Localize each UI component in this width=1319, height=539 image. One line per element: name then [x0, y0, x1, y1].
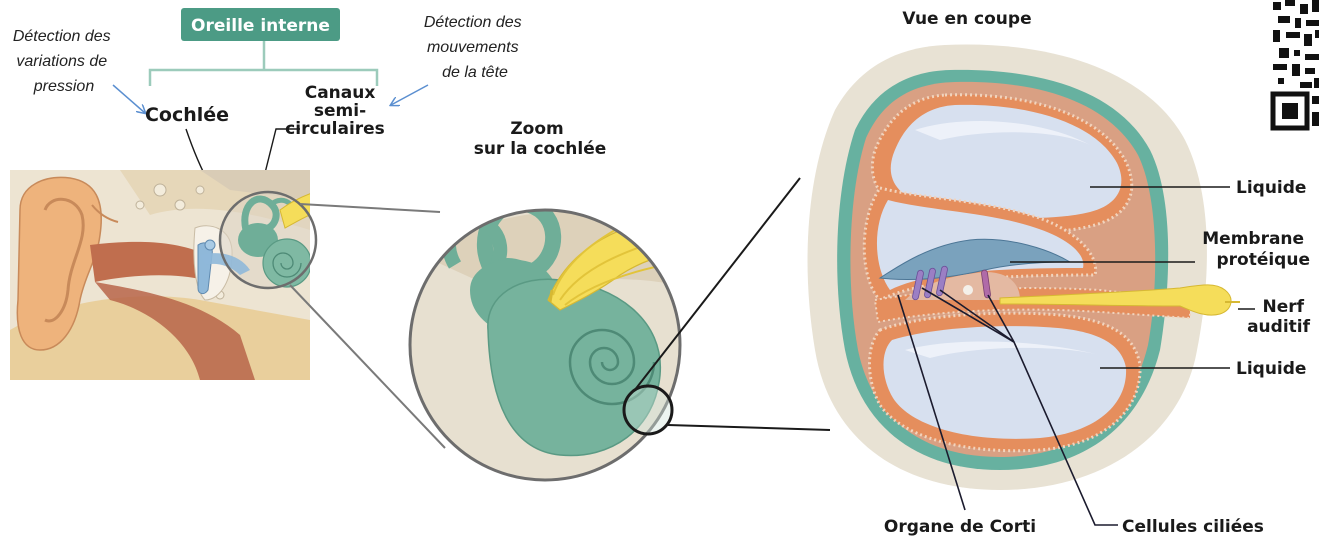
head-movement-arrow	[391, 85, 428, 105]
zoom-title: Zoom sur la cochlée	[474, 119, 607, 159]
head-movement-note-line: de la tête	[442, 64, 508, 81]
inner-ear-bracket	[150, 41, 377, 86]
corti-label: Organe de Corti	[884, 517, 1036, 537]
pressure-note: Détection des variations de pression	[13, 28, 115, 95]
nerve-label-line: Nerf	[1263, 297, 1305, 317]
semicircular-canals-label-line: semi-	[314, 101, 366, 121]
qr-code	[1271, 0, 1319, 130]
membrane-label-line: Membrane	[1202, 229, 1304, 249]
section-title: Vue en coupe	[902, 9, 1031, 29]
pressure-arrow	[113, 85, 145, 113]
cochlea-cross-section	[808, 45, 1240, 490]
cochlea-zoom	[410, 204, 700, 480]
zoom-connector-top	[300, 204, 440, 212]
inner-ear-badge-label: Oreille interne	[191, 16, 330, 36]
hair-cells-label: Cellules ciliées	[1122, 517, 1264, 537]
semicircular-canals-label-line: circulaires	[285, 119, 385, 139]
membrane-label-line: protéique	[1216, 250, 1310, 270]
cochlea-small	[263, 239, 311, 287]
zoom-title-line: sur la cochlée	[474, 139, 607, 159]
nerve-label-line: auditif	[1247, 317, 1311, 337]
head-movement-note-line: mouvements	[427, 39, 519, 56]
membrane-label: Membrane protéique	[1202, 229, 1310, 270]
semicircular-canals-label-line: Canaux	[305, 83, 376, 103]
liquid-top-label: Liquide	[1236, 178, 1306, 198]
pressure-note-line: Détection des	[13, 28, 111, 45]
section-zoom-source	[624, 386, 672, 434]
cochlea-label: Cochlée	[145, 104, 229, 126]
pressure-note-line: pression	[33, 78, 95, 95]
section-connector-bottom	[668, 425, 830, 430]
pressure-note-line: variations de	[16, 53, 107, 70]
liquid-bottom-label: Liquide	[1236, 359, 1306, 379]
nerve-label: Nerf auditif	[1247, 297, 1311, 337]
ear-cross-section	[10, 170, 340, 380]
zoom-title-line: Zoom	[510, 119, 563, 139]
head-movement-note-line: Détection des	[424, 14, 522, 31]
semicircular-canals-label: Canaux semi- circulaires	[285, 83, 385, 139]
head-movement-note: Détection des mouvements de la tête	[424, 14, 526, 81]
